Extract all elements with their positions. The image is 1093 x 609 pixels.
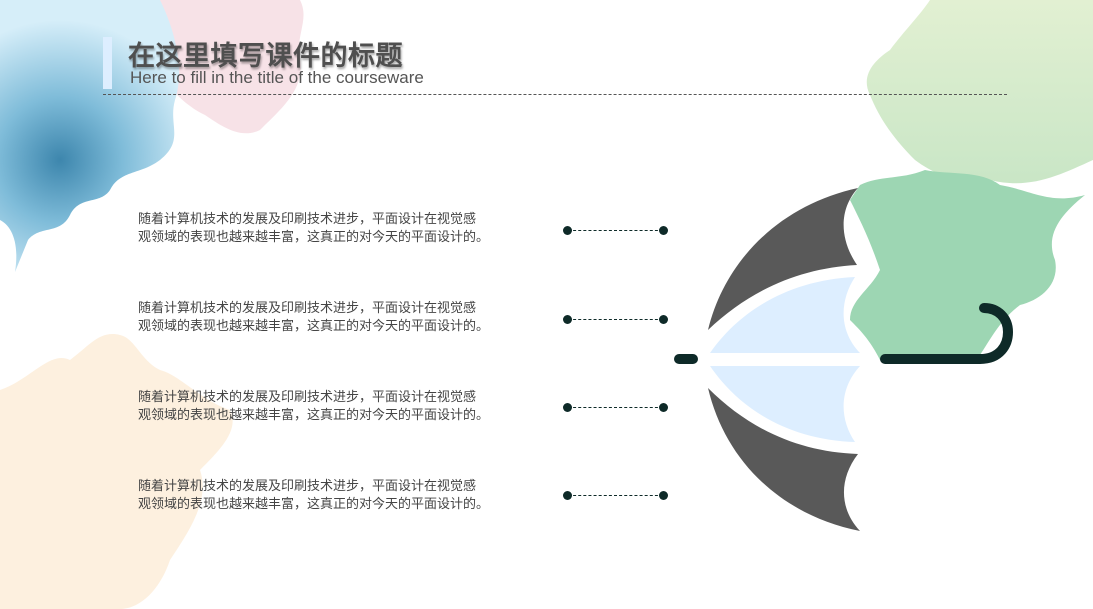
title-divider [103, 94, 1007, 95]
connector-dot-start [563, 403, 572, 412]
item-text-line1: 随着计算机技术的发展及印刷技术进步，平面设计在视觉感 [138, 212, 477, 227]
list-item: 随着计算机技术的发展及印刷技术进步，平面设计在视觉感 观领域的表现也越来越丰富，… [138, 389, 558, 425]
item-text-line1: 随着计算机技术的发展及印刷技术进步，平面设计在视觉感 [138, 301, 477, 316]
light-green-splash [866, 0, 1093, 184]
umbrella-icon [674, 188, 1014, 531]
umbrella-handle [880, 303, 1014, 364]
connector-dot-end [659, 315, 668, 324]
connector-dot-start [563, 315, 572, 324]
connector-dot-end [659, 491, 668, 500]
page-subtitle: Here to fill in the title of the coursew… [130, 68, 424, 87]
connector-line [563, 491, 668, 501]
umbrella-top-panel [708, 188, 858, 330]
page-title: 在这里填写课件的标题 [128, 41, 403, 72]
item-text-line1: 随着计算机技术的发展及印刷技术进步，平面设计在视觉感 [138, 479, 477, 494]
connector-line [563, 315, 668, 325]
pink-splash [143, 0, 304, 134]
peach-splash [0, 334, 233, 609]
connector-dashes [568, 230, 663, 231]
connector-dashes [568, 407, 663, 408]
umbrella-bottom-light-panel [710, 366, 860, 442]
list-item: 随着计算机技术的发展及印刷技术进步，平面设计在视觉感 观领域的表现也越来越丰富，… [138, 478, 558, 514]
connector-line [563, 403, 668, 413]
connector-dot-end [659, 226, 668, 235]
connector-dot-end [659, 403, 668, 412]
connector-dashes [568, 495, 663, 496]
umbrella-top-light-panel [710, 277, 860, 353]
item-text-line2: 观领域的表现也越来越丰富，这真正的对今天的平面设计的。 [138, 319, 490, 334]
item-text-line1: 随着计算机技术的发展及印刷技术进步，平面设计在视觉感 [138, 390, 477, 405]
title-accent-bar [103, 37, 112, 89]
list-item: 随着计算机技术的发展及印刷技术进步，平面设计在视觉感 观领域的表现也越来越丰富，… [138, 211, 558, 247]
item-text-line2: 观领域的表现也越来越丰富，这真正的对今天的平面设计的。 [138, 408, 490, 423]
connector-line [563, 226, 668, 236]
item-text-line2: 观领域的表现也越来越丰富，这真正的对今天的平面设计的。 [138, 230, 490, 245]
list-item: 随着计算机技术的发展及印刷技术进步，平面设计在视觉感 观领域的表现也越来越丰富，… [138, 300, 558, 336]
connector-dot-start [563, 226, 572, 235]
connector-dot-start [563, 491, 572, 500]
blue-splash [0, 0, 180, 272]
item-text-line2: 观领域的表现也越来越丰富，这真正的对今天的平面设计的。 [138, 497, 490, 512]
umbrella-bottom-panel [708, 388, 860, 531]
umbrella-tip [674, 354, 698, 364]
connector-dashes [568, 319, 663, 320]
green-splash [850, 170, 1085, 360]
